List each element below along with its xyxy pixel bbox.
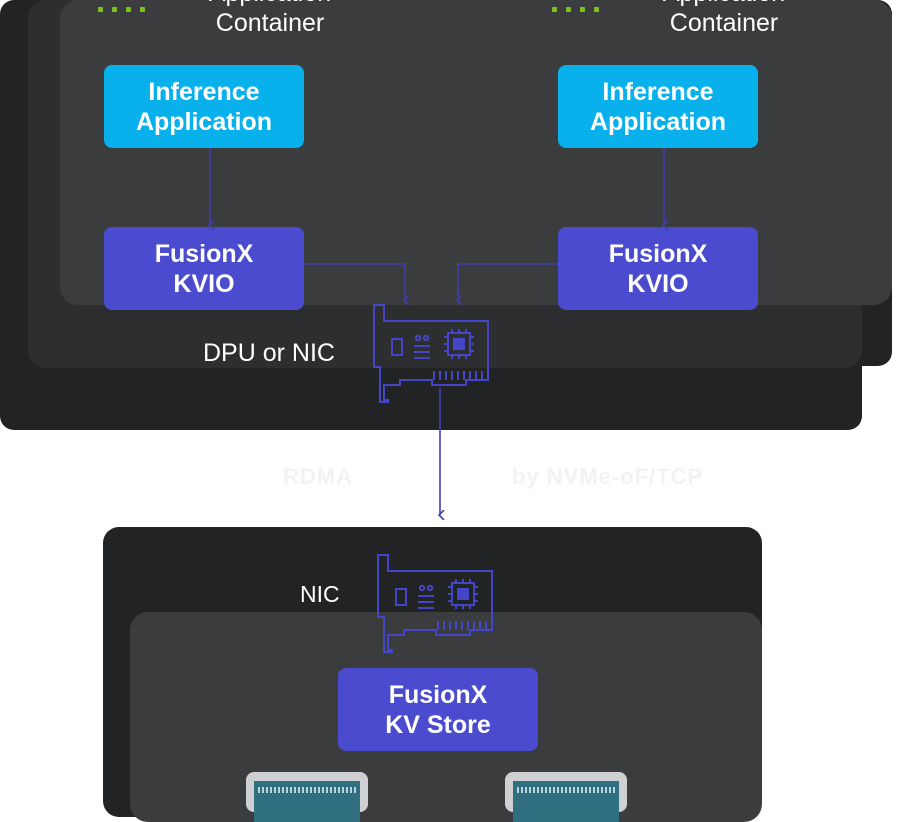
arrow-kvio-right-to-dpu (458, 263, 558, 300)
fusionx-kvio-box-left: FusionX KVIO (104, 227, 304, 310)
connector-overlay (0, 148, 924, 653)
inference-application-box-left: Inference Application (104, 65, 304, 148)
storage-nic-label: NIC (300, 581, 340, 607)
fusionx-kvio-box-right: FusionX KVIO (558, 227, 758, 310)
status-dots-icon-left (98, 0, 150, 12)
arrow-kvio-left-to-dpu (304, 263, 405, 300)
fusionx-kv-store-box: FusionX KV Store (338, 668, 538, 751)
network-card-icon-storage (377, 554, 493, 653)
inference-application-box-right: Inference Application (558, 65, 758, 148)
container-heading-left: Application Container (209, 0, 331, 37)
network-card-icon-host (373, 304, 489, 403)
dpu-or-nic-label: DPU or NIC (203, 339, 335, 367)
status-dots-icon (552, 7, 599, 12)
link-text-left: RDMA (283, 464, 353, 489)
link-text-right: by NVMe-oF/TCP (512, 464, 704, 489)
status-dots-icon-right (552, 0, 604, 12)
status-dots-icon (98, 7, 145, 12)
container-heading-right: Application Container (663, 0, 785, 37)
